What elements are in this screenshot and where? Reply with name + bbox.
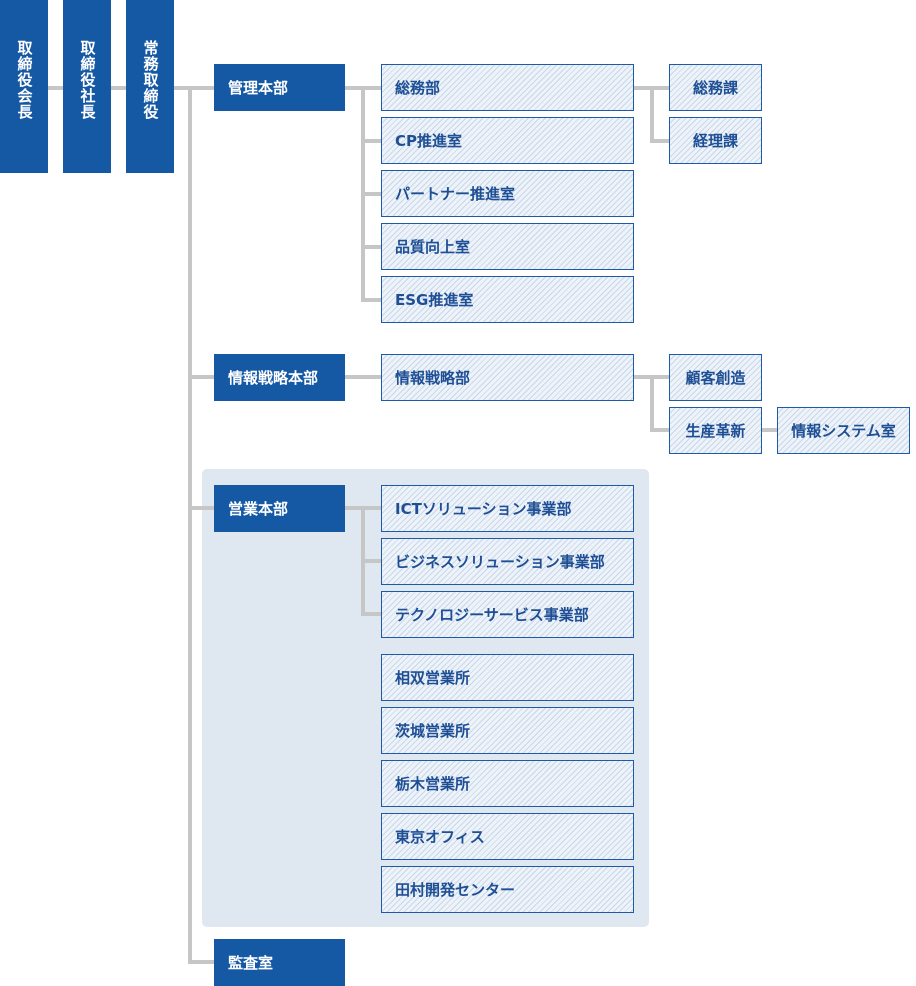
info-strategy-dept: 情報戦略部	[381, 354, 634, 401]
business-solution-division-label: ビジネスソリューション事業部	[395, 553, 605, 571]
chairman-label: 取締役会長	[15, 40, 34, 120]
quality-improvement-room-label: 品質向上室	[395, 238, 471, 256]
president-box: 取締役社長	[63, 0, 111, 173]
partner-promotion-room-label: パートナー推進室	[395, 185, 516, 203]
ibaraki-office-label: 茨城営業所	[395, 722, 471, 740]
customer-creation-label: 顧客創造	[685, 369, 746, 387]
ict-solution-division-label: ICTソリューション事業部	[395, 500, 572, 518]
chairman-box: 取締役会長	[0, 0, 48, 173]
soma-office-label: 相双営業所	[395, 669, 471, 687]
management-hq-label: 管理本部	[228, 79, 289, 97]
esg-promotion-room: ESG推進室	[381, 276, 634, 323]
general-affairs-dept: 総務部	[381, 64, 634, 111]
info-system-room: 情報システム室	[777, 407, 910, 454]
general-affairs-section-label: 総務課	[692, 79, 738, 97]
tochigi-office: 栃木営業所	[381, 760, 634, 807]
tokyo-office: 東京オフィス	[381, 813, 634, 860]
accounting-section: 経理課	[669, 117, 762, 164]
customer-creation-box: 顧客創造	[669, 354, 762, 401]
tamura-dev-center: 田村開発センター	[381, 866, 634, 913]
technology-service-division: テクノロジーサービス事業部	[381, 591, 634, 638]
technology-service-division-label: テクノロジーサービス事業部	[395, 606, 589, 624]
ict-solution-division: ICTソリューション事業部	[381, 485, 634, 532]
soma-office: 相双営業所	[381, 654, 634, 701]
cp-promotion-room-label: CP推進室	[395, 132, 463, 150]
info-strategy-hq-label: 情報戦略本部	[228, 369, 319, 387]
partner-promotion-room: パートナー推進室	[381, 170, 634, 217]
tochigi-office-label: 栃木営業所	[395, 775, 471, 793]
quality-improvement-room: 品質向上室	[381, 223, 634, 270]
tamura-dev-center-label: 田村開発センター	[395, 881, 516, 899]
esg-promotion-room-label: ESG推進室	[395, 291, 474, 309]
sales-hq-box: 営業本部	[214, 485, 345, 532]
cp-promotion-room: CP推進室	[381, 117, 634, 164]
info-strategy-hq-box: 情報戦略本部	[214, 354, 345, 401]
general-affairs-dept-label: 総務部	[395, 79, 441, 97]
management-hq-box: 管理本部	[214, 64, 345, 111]
business-solution-division: ビジネスソリューション事業部	[381, 538, 634, 585]
audit-office-label: 監査室	[228, 954, 274, 972]
info-system-room-label: 情報システム室	[791, 422, 896, 440]
ibaraki-office: 茨城営業所	[381, 707, 634, 754]
production-innovation-box: 生産革新	[669, 407, 762, 454]
accounting-section-label: 経理課	[692, 132, 738, 150]
production-innovation-label: 生産革新	[685, 422, 746, 440]
president-label: 取締役社長	[78, 40, 97, 120]
sales-hq-label: 営業本部	[228, 500, 289, 518]
tokyo-office-label: 東京オフィス	[395, 828, 485, 846]
info-strategy-dept-label: 情報戦略部	[395, 369, 471, 387]
audit-office-box: 監査室	[214, 939, 345, 986]
general-affairs-section: 総務課	[669, 64, 762, 111]
managing-director-box: 常務取締役	[126, 0, 174, 173]
managing-director-label: 常務取締役	[141, 40, 160, 120]
